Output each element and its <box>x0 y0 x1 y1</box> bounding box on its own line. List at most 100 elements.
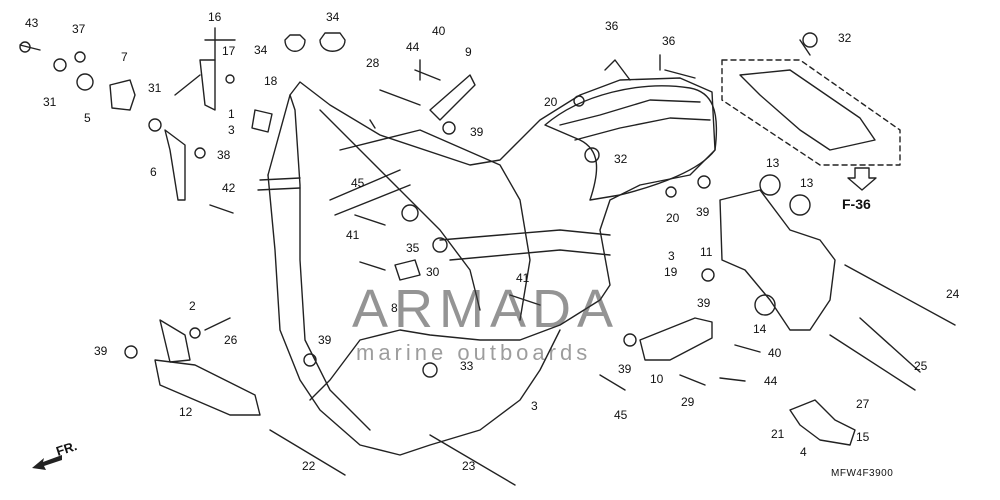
callout-34-top: 34 <box>326 10 340 24</box>
nut-39-left <box>124 345 138 359</box>
f36-dashed-box <box>721 59 901 166</box>
callout-18: 18 <box>264 74 278 88</box>
diagram-code: MFW4F3900 <box>831 468 894 479</box>
callout-20-top: 20 <box>544 95 558 109</box>
callout-36-right: 36 <box>662 34 676 48</box>
callout-9: 9 <box>465 45 472 59</box>
callout-39-left: 39 <box>94 344 108 358</box>
callout-20: 20 <box>666 211 680 225</box>
frame-down-tube <box>267 174 561 456</box>
callout-28: 28 <box>366 56 380 70</box>
nut-37 <box>74 51 86 63</box>
callout-29: 29 <box>681 395 695 409</box>
callout-1: 1 <box>228 107 235 121</box>
front-arrow-icon <box>32 455 62 470</box>
nut-20-top <box>573 95 585 107</box>
bracket-16 <box>199 59 216 111</box>
callout-39-mid: 39 <box>318 333 332 347</box>
ring-35 <box>401 204 419 222</box>
ring-30 <box>432 237 448 253</box>
callout-14: 14 <box>753 322 767 336</box>
part-9 <box>429 74 476 121</box>
callout-45-top: 45 <box>351 176 365 190</box>
bolt-shafts <box>19 44 761 391</box>
callout-38: 38 <box>217 148 231 162</box>
step-bracket-12 <box>154 359 261 416</box>
callout-39-lower: 39 <box>618 362 632 376</box>
callout-10: 10 <box>650 372 664 386</box>
leader-lines <box>174 27 811 129</box>
callout-17: 17 <box>222 44 236 58</box>
collar-13a <box>759 174 781 196</box>
nut-39-top <box>442 121 456 135</box>
callout-35: 35 <box>406 241 420 255</box>
callout-13-left: 13 <box>766 156 780 170</box>
bracket-10 <box>639 317 713 361</box>
callout-41-left: 41 <box>346 228 360 242</box>
callout-2: 2 <box>189 299 196 313</box>
frame-cross-tube <box>319 109 481 311</box>
callout-40-right: 40 <box>768 346 782 360</box>
callout-34-left: 34 <box>254 43 268 57</box>
collar-2 <box>189 327 201 339</box>
callout-39-plate: 39 <box>697 296 711 310</box>
washer-31a <box>53 58 67 72</box>
clamp-34a <box>284 34 306 52</box>
nut-39-right <box>697 175 711 189</box>
callout-32-top: 32 <box>838 31 852 45</box>
callout-5: 5 <box>84 111 91 125</box>
plate-8 <box>394 259 421 281</box>
callout-23: 23 <box>462 459 476 473</box>
collar-5 <box>76 73 94 91</box>
callout-3-bottom: 3 <box>531 399 538 413</box>
callout-4: 4 <box>800 445 807 459</box>
callout-7: 7 <box>121 50 128 64</box>
bracket-6 <box>164 129 186 201</box>
nut-39-mid <box>303 353 317 367</box>
watermark-subtitle: marine outboards <box>356 340 592 365</box>
part-32-top <box>802 32 818 48</box>
callout-11: 11 <box>700 245 713 259</box>
callout-31-mid: 31 <box>148 81 162 95</box>
nut-20 <box>665 186 677 198</box>
callout-26: 26 <box>224 333 238 347</box>
nut-18 <box>225 74 235 84</box>
callout-30: 30 <box>426 265 440 279</box>
callout-37: 37 <box>72 22 86 36</box>
nut-39-plate <box>701 268 715 282</box>
callout-3-right: 3 <box>668 249 675 263</box>
callout-44-right: 44 <box>764 374 778 388</box>
collar-13b <box>789 194 811 216</box>
callout-3-top: 3 <box>228 123 235 137</box>
callout-39-top: 39 <box>470 125 484 139</box>
frame-crossmember <box>439 229 611 261</box>
long-bolts <box>269 264 956 486</box>
callout-36-left: 36 <box>605 19 619 33</box>
clamp-34b <box>319 32 346 52</box>
f36-arrow <box>847 167 877 191</box>
label-plate-1 <box>251 109 273 133</box>
reference-f36: F-36 <box>842 196 871 212</box>
watermark-title: ARMADA <box>352 279 620 339</box>
side-plate-right <box>719 189 836 331</box>
bracket-piece <box>159 319 191 363</box>
callout-19: 19 <box>664 265 678 279</box>
callout-32-mid: 32 <box>614 152 628 166</box>
callout-41-center: 41 <box>516 271 530 285</box>
callout-45-bottom: 45 <box>614 408 628 422</box>
frame-bracket-front <box>257 177 301 191</box>
callout-8: 8 <box>391 301 398 315</box>
part-32-mid <box>584 147 600 163</box>
callout-27: 27 <box>856 397 870 411</box>
frame-inner-tube <box>289 94 371 431</box>
fender-ribs <box>559 99 711 141</box>
callout-21: 21 <box>771 427 785 441</box>
callout-40-top: 40 <box>432 24 446 38</box>
callout-22: 22 <box>302 459 316 473</box>
frame-main-rail <box>267 77 716 401</box>
callout-16: 16 <box>208 10 222 24</box>
callout-25: 25 <box>914 359 928 373</box>
nut-38 <box>194 147 206 159</box>
